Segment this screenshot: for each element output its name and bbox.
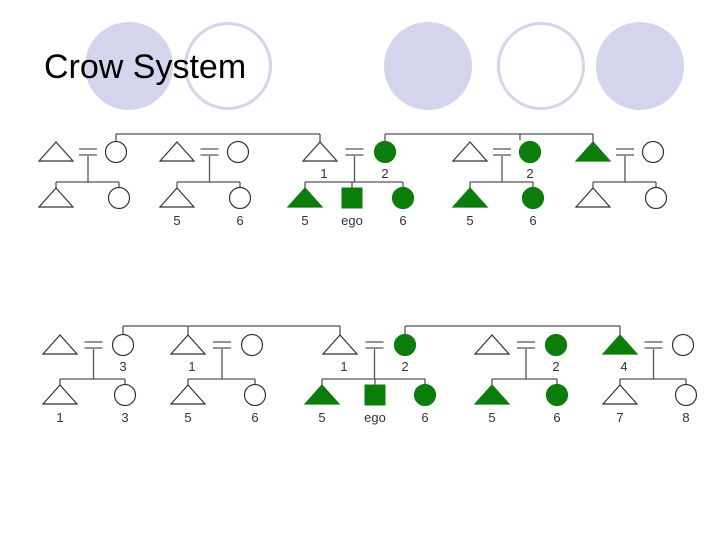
row0-couple3-child-1-label: 6 [529,213,536,228]
row1-couple0-husband-male-triangle [41,334,79,355]
decorative-circle-2 [384,22,472,110]
row1-couple3-child-1-label: 6 [553,410,560,425]
row1-couple2-child-0-label: 5 [318,410,325,425]
row0-couple1-child-1-female-circle [228,186,252,210]
decorative-ring-1 [184,22,272,110]
row0-couple0-husband-male-triangle [37,141,75,162]
row1-couple0-wife-female-circle [111,333,135,357]
row1-couple4-child-1-label: 8 [682,410,689,425]
row0-couple1-child-0-label: 5 [173,213,180,228]
row0-couple1-child-0-male-triangle [158,187,196,208]
row1-couple4-child-1-female-circle [674,383,698,407]
row1-couple4-husband-label: 4 [620,359,627,374]
row0-couple0-child-0-male-triangle [37,187,75,208]
row1-couple2-child-1-ego-square [364,384,386,406]
row1-couple1-child-1-label: 6 [251,410,258,425]
row0-couple1-husband-male-triangle [158,141,196,162]
row1-couple2-child-0-male-triangle [303,384,341,405]
row1-couple0-child-1-female-circle [113,383,137,407]
row0-couple2-wife-female-circle [373,140,397,164]
row0-couple2-child-1-label: ego [341,213,363,228]
row1-couple2-wife-female-circle [393,333,417,357]
row1-couple2-child-1-label: ego [364,410,386,425]
row1-couple3-child-1-female-circle [545,383,569,407]
decorative-circle-3 [596,22,684,110]
row0-couple3-wife-label: 2 [526,166,533,181]
row1-couple0-child-0-male-triangle [41,384,79,405]
row1-couple0-wife-label: 3 [119,359,126,374]
row1-couple4-wife-female-circle [671,333,695,357]
decorative-ring-2 [497,22,585,110]
row0-couple3-wife-female-circle [518,140,542,164]
row0-couple3-child-0-label: 5 [466,213,473,228]
row1-couple3-child-0-label: 5 [488,410,495,425]
row1-couple1-child-0-label: 5 [184,410,191,425]
row0-couple1-wife-female-circle [226,140,250,164]
row1-couple2-wife-label: 2 [401,359,408,374]
row1-couple1-wife-female-circle [240,333,264,357]
row0-couple1-child-1-label: 6 [236,213,243,228]
row1-couple2-child-2-label: 6 [421,410,428,425]
row1-couple2-child-2-female-circle [413,383,437,407]
row0-couple2-child-1-ego-square [341,187,363,209]
row0-couple2-husband-male-triangle [301,141,339,162]
row0-couple0-wife-female-circle [104,140,128,164]
row0-couple4-wife-female-circle [641,140,665,164]
row1-couple1-husband-male-triangle [169,334,207,355]
row1-couple2-husband-label: 1 [340,359,347,374]
slide-title: Crow System [44,48,247,86]
row1-couple3-husband-male-triangle [473,334,511,355]
row0-couple3-husband-male-triangle [451,141,489,162]
row1-couple1-child-1-female-circle [243,383,267,407]
row1-couple1-child-0-male-triangle [169,384,207,405]
row1-couple4-child-0-label: 7 [616,410,623,425]
row0-couple3-child-0-male-triangle [451,187,489,208]
row1-couple3-wife-female-circle [544,333,568,357]
decorative-circle-1 [85,22,173,110]
row1-couple2-husband-male-triangle [321,334,359,355]
row0-couple2-child-2-female-circle [391,186,415,210]
row0-couple2-child-2-label: 6 [399,213,406,228]
row0-couple2-wife-label: 2 [381,166,388,181]
row0-couple0-child-1-female-circle [107,186,131,210]
row1-couple0-child-1-label: 3 [121,410,128,425]
row0-couple2-husband-label: 1 [320,166,327,181]
row0-couple2-child-0-label: 5 [301,213,308,228]
row0-couple2-child-0-male-triangle [286,187,324,208]
row0-couple4-husband-male-triangle [574,141,612,162]
row0-couple4-child-0-male-triangle [574,187,612,208]
row1-couple3-wife-label: 2 [552,359,559,374]
row1-couple1-husband-label: 1 [188,359,195,374]
row0-couple3-child-1-female-circle [521,186,545,210]
row1-couple4-child-0-male-triangle [601,384,639,405]
row1-couple4-husband-male-triangle [601,334,639,355]
row1-couple3-child-0-male-triangle [473,384,511,405]
row1-couple0-child-0-label: 1 [56,410,63,425]
row0-couple4-child-1-female-circle [644,186,668,210]
